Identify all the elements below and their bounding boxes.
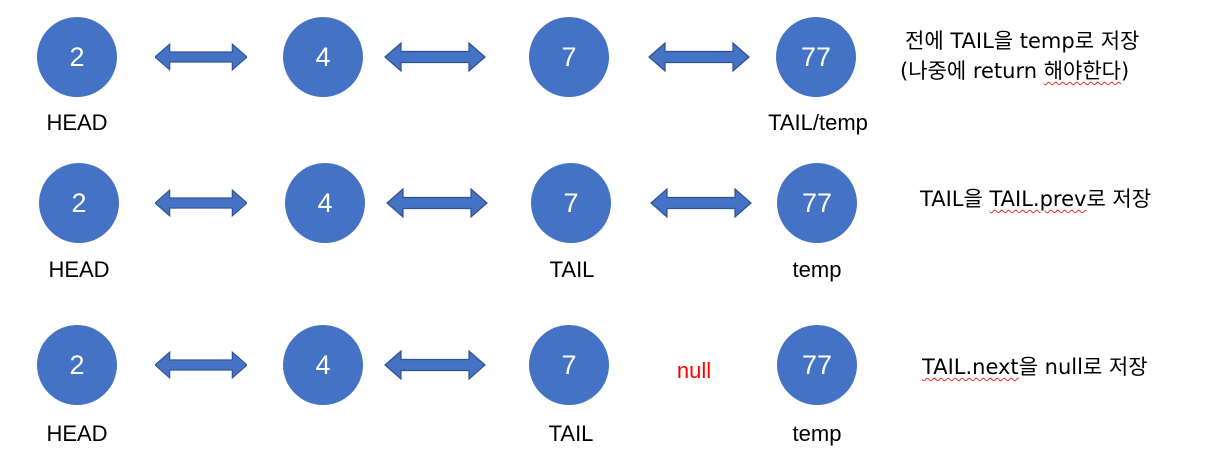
head-label: HEAD: [46, 110, 108, 135]
note-line: (나중에 return 해야한다): [900, 56, 1139, 86]
temp-label: temp: [792, 257, 842, 282]
tail-label: TAIL: [549, 257, 595, 282]
head-label: HEAD: [48, 257, 110, 282]
list-node-7: 7: [531, 163, 611, 243]
step-note-2: TAIL을 TAIL.prev로 저장: [920, 184, 1151, 214]
list-node-2: 2: [37, 17, 117, 97]
double-arrow-icon: [650, 188, 752, 218]
note-text: 을 null로 저장: [1018, 355, 1148, 379]
node-value: 7: [563, 187, 579, 218]
list-node-4: 4: [283, 17, 363, 97]
note-text-spellcheck: TAIL.prev: [989, 187, 1087, 211]
note-text: 로 저장: [1086, 187, 1152, 211]
tail-label: TAIL: [548, 421, 594, 446]
list-node-4: 4: [283, 325, 363, 405]
list-node-77: 77: [776, 17, 856, 97]
node-value: 4: [317, 187, 333, 218]
list-node-4: 4: [285, 163, 365, 243]
note-text: TAIL을: [920, 187, 990, 211]
double-arrow-icon: [384, 350, 486, 380]
tail-temp-label: TAIL/temp: [768, 110, 868, 135]
null-label: null: [676, 358, 712, 383]
node-value: 2: [71, 187, 87, 218]
note-text: (나중에 return: [900, 59, 1044, 83]
list-node-2: 2: [39, 163, 119, 243]
node-value: 2: [69, 41, 85, 72]
double-arrow-icon: [155, 189, 247, 217]
node-value: 4: [315, 349, 331, 380]
double-arrow-icon: [155, 43, 247, 71]
note-text-spellcheck: 해야한다: [1043, 59, 1121, 83]
list-node-77: 77: [777, 325, 857, 405]
note-text: ): [1121, 59, 1130, 83]
list-node-77: 77: [777, 163, 857, 243]
list-node-7: 7: [529, 17, 609, 97]
double-arrow-icon: [386, 188, 488, 218]
note-line: 전에 TAIL을 temp로 저장: [905, 29, 1140, 53]
list-node-2: 2: [37, 325, 117, 405]
head-label: HEAD: [46, 421, 108, 446]
node-value: 7: [561, 41, 577, 72]
node-value: 2: [69, 349, 85, 380]
step-note-3: TAIL.next을 null로 저장: [922, 352, 1148, 382]
temp-label: temp: [792, 421, 842, 446]
list-node-7: 7: [529, 325, 609, 405]
step-note-1: 전에 TAIL을 temp로 저장 (나중에 return 해야한다): [900, 26, 1140, 86]
note-text-spellcheck: TAIL.next: [922, 355, 1019, 379]
node-value: 7: [561, 349, 577, 380]
double-arrow-icon: [155, 351, 247, 379]
double-arrow-icon: [648, 42, 750, 72]
double-arrow-icon: [384, 42, 486, 72]
node-value: 77: [800, 41, 832, 72]
node-value: 77: [801, 349, 833, 380]
node-value: 77: [801, 187, 833, 218]
node-value: 4: [315, 41, 331, 72]
